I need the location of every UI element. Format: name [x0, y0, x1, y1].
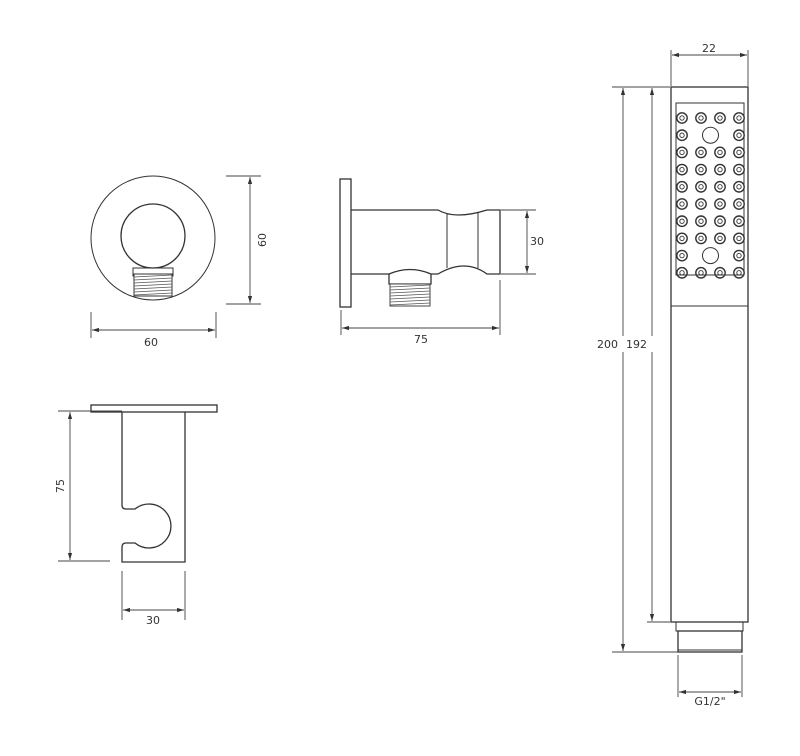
- holder-plate: [90, 404, 218, 413]
- holder-width-label: 30: [146, 614, 160, 627]
- holder-view: 75 30: [54, 404, 218, 627]
- outlet-body: [351, 209, 501, 275]
- thread-label: G1/2": [694, 695, 725, 708]
- front-view: 60 60: [90, 175, 269, 349]
- holder-height-label: 75: [54, 479, 67, 493]
- handset-width-label: 22: [702, 42, 716, 55]
- front-width-label: 60: [144, 336, 158, 349]
- side-width-label: 75: [414, 333, 428, 346]
- side-view: 30 75: [339, 178, 544, 346]
- front-height-label: 60: [256, 233, 269, 247]
- holder-body: [121, 412, 186, 563]
- body-length-label: 192: [626, 338, 647, 351]
- nozzle-grid: [676, 112, 745, 279]
- thread-connector: [677, 630, 743, 653]
- overall-length-label: 200: [597, 338, 618, 351]
- side-height-label: 30: [530, 235, 544, 248]
- wall-plate: [339, 178, 352, 308]
- outlet-body: [120, 203, 186, 269]
- rosette-outline: [90, 175, 216, 301]
- handset-view: 22 200 192 G1/2": [596, 42, 749, 708]
